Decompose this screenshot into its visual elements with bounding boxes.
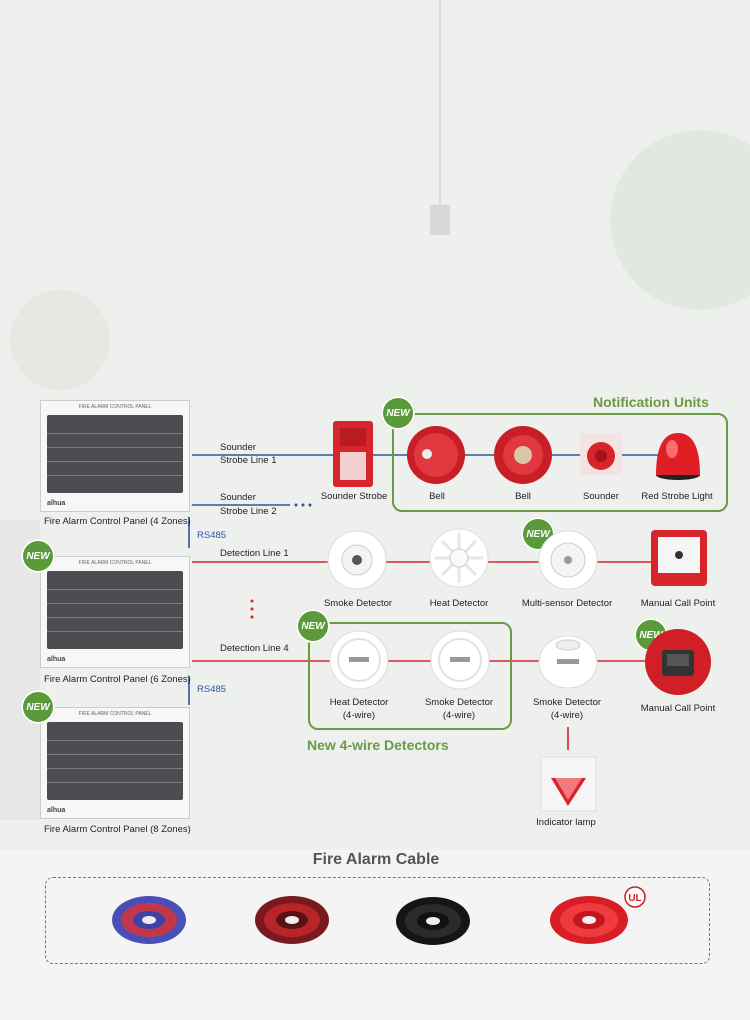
panel-header: FIRE ALARM CONTROL PANEL <box>78 404 152 410</box>
manual-call-point-round-icon <box>645 629 711 695</box>
fire-alarm-cable-title: Fire Alarm Cable <box>312 851 440 868</box>
manual-call-point-round-label: Manual Call Point <box>640 703 716 714</box>
control-panel-4-zones: FIRE ALARM CONTROL PANEL alhua <box>40 400 190 512</box>
detection-line-1-label: Detection Line 1 <box>220 548 289 559</box>
heat-detector-4wire-icon <box>329 630 389 690</box>
heat-detector-icon <box>429 528 489 588</box>
sounder-line-2-label: Sounder <box>220 492 256 503</box>
ul-certification-icon: UL <box>624 886 646 908</box>
notification-units-box <box>392 413 728 512</box>
bell-icon <box>494 426 552 484</box>
control-panel-8-zones: FIRE ALARM CONTROL PANEL alhua <box>40 707 190 819</box>
detection-line-4-label: Detection Line 4 <box>220 643 289 654</box>
notification-units-title: Notification Units <box>593 394 709 410</box>
red-strobe-light-icon <box>656 433 700 480</box>
sounder-icon <box>580 433 622 475</box>
new-badge-panel-8: NEW <box>21 690 55 724</box>
sounder-label: Sounder <box>583 491 619 502</box>
panel-logo: alhua <box>47 807 66 814</box>
panel-logo: alhua <box>47 500 66 507</box>
sounder-strobe-icon <box>333 421 373 487</box>
red-black-cable-icon <box>255 896 329 944</box>
4wire-detectors-title: New 4-wire Detectors <box>307 737 449 753</box>
new-badge-panel-6: NEW <box>21 539 55 573</box>
black-cable-icon <box>396 897 470 945</box>
multi-sensor-detector-label: Multi-sensor Detector <box>521 598 613 609</box>
smoke-detector-standalone-sublabel: (4-wire) <box>550 710 584 721</box>
smoke-detector-label: Smoke Detector <box>323 598 393 609</box>
smoke-detector-standalone-label: Smoke Detector <box>532 697 602 708</box>
indicator-lamp-label: Indicator lamp <box>536 817 596 828</box>
indicator-lamp-icon <box>540 756 597 812</box>
bell-label: Bell <box>515 491 531 502</box>
smoke-detector-4wire-label: Smoke Detector <box>424 697 494 708</box>
panel-8-zones-label: Fire Alarm Control Panel (8 Zones) <box>44 824 191 835</box>
red-cable-icon <box>550 896 628 944</box>
heat-detector-4wire-label: Heat Detector <box>329 697 389 708</box>
heat-detector-label: Heat Detector <box>429 598 489 609</box>
panel-header: FIRE ALARM CONTROL PANEL <box>78 711 152 717</box>
sounder-strobe-label: Sounder Strobe <box>320 491 388 502</box>
smoke-detector-4wire-sublabel: (4-wire) <box>442 710 476 721</box>
smoke-detector-4wire-standalone-icon <box>538 635 598 689</box>
bell-label: Bell <box>429 491 445 502</box>
cable-group-box <box>45 877 710 964</box>
rs485-label-1: RS485 <box>197 530 227 541</box>
new-badge-notification: NEW <box>381 396 415 430</box>
panel-4-zones-label: Fire Alarm Control Panel (4 Zones) <box>44 516 191 527</box>
heat-detector-4wire-sublabel: (4-wire) <box>342 710 376 721</box>
smoke-detector-4wire-icon <box>430 630 490 690</box>
panel-header: FIRE ALARM CONTROL PANEL <box>78 560 152 566</box>
panel-6-zones-label: Fire Alarm Control Panel (6 Zones) <box>44 674 191 685</box>
manual-call-point-icon <box>651 530 707 586</box>
control-panel-6-zones: FIRE ALARM CONTROL PANEL alhua <box>40 556 190 668</box>
bell-icon <box>407 426 465 484</box>
sounder-line-1-label: Sounder <box>220 442 256 453</box>
blue-red-cable-icon <box>112 896 186 944</box>
smoke-detector-icon <box>327 530 387 590</box>
sounder-line-1-label-b: Strobe Line 1 <box>220 455 277 466</box>
rs485-label-2: RS485 <box>197 684 227 695</box>
multi-sensor-detector-icon <box>538 530 598 590</box>
4wire-detectors-box <box>308 622 512 730</box>
panel-logo: alhua <box>47 656 66 663</box>
new-badge-4wire: NEW <box>296 609 330 643</box>
manual-call-point-label: Manual Call Point <box>640 598 716 609</box>
red-strobe-light-label: Red Strobe Light <box>641 491 713 502</box>
sounder-line-2-label-b: Strobe Line 2 <box>220 506 277 517</box>
svg-text:UL: UL <box>628 893 641 904</box>
